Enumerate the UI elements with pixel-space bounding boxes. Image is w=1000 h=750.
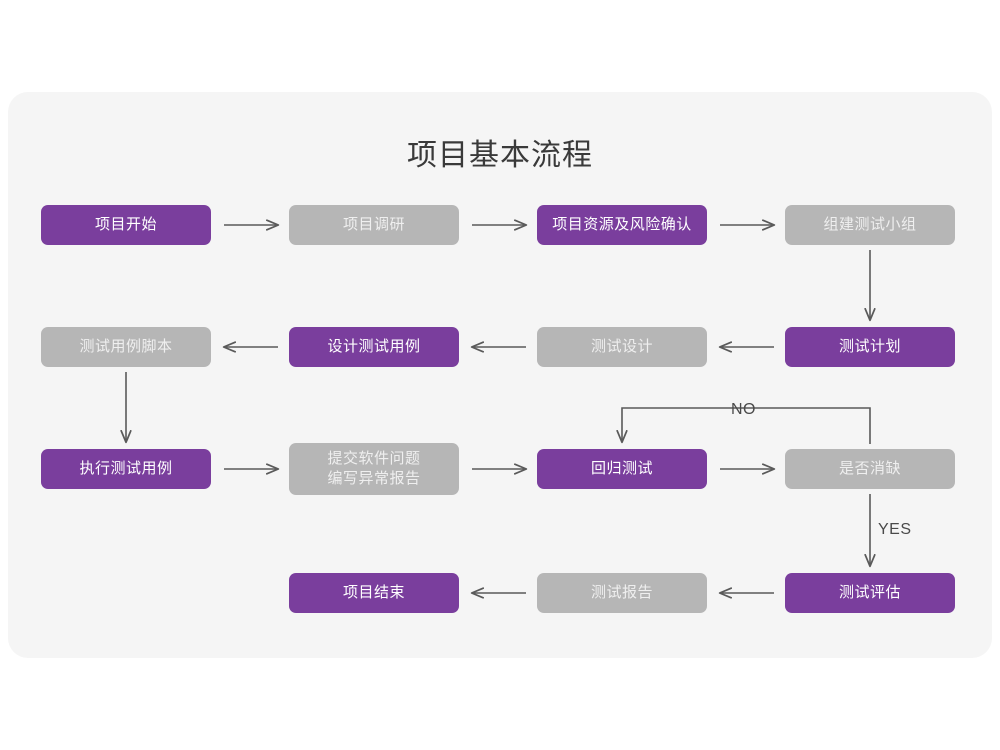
node-test-report[interactable]: 测试报告 [537, 573, 707, 613]
node-design-testcase[interactable]: 设计测试用例 [289, 327, 459, 367]
node-testcase-script[interactable]: 测试用例脚本 [41, 327, 211, 367]
node-submit-issue-report[interactable]: 提交软件问题 编写异常报告 [289, 443, 459, 495]
node-test-evaluation[interactable]: 测试评估 [785, 573, 955, 613]
edge-label-no: NO [731, 401, 756, 418]
edge-label-yes: YES [878, 521, 912, 538]
node-regression-test[interactable]: 回归测试 [537, 449, 707, 489]
node-execute-testcase[interactable]: 执行测试用例 [41, 449, 211, 489]
node-project-research[interactable]: 项目调研 [289, 205, 459, 245]
node-project-end[interactable]: 项目结束 [289, 573, 459, 613]
node-test-design[interactable]: 测试设计 [537, 327, 707, 367]
node-defect-cleared-decision[interactable]: 是否消缺 [785, 449, 955, 489]
flowchart-card [8, 92, 992, 658]
node-test-plan[interactable]: 测试计划 [785, 327, 955, 367]
node-form-test-team[interactable]: 组建测试小组 [785, 205, 955, 245]
node-resource-risk-confirm[interactable]: 项目资源及风险确认 [537, 205, 707, 245]
node-project-start[interactable]: 项目开始 [41, 205, 211, 245]
page-title: 项目基本流程 [407, 139, 593, 172]
